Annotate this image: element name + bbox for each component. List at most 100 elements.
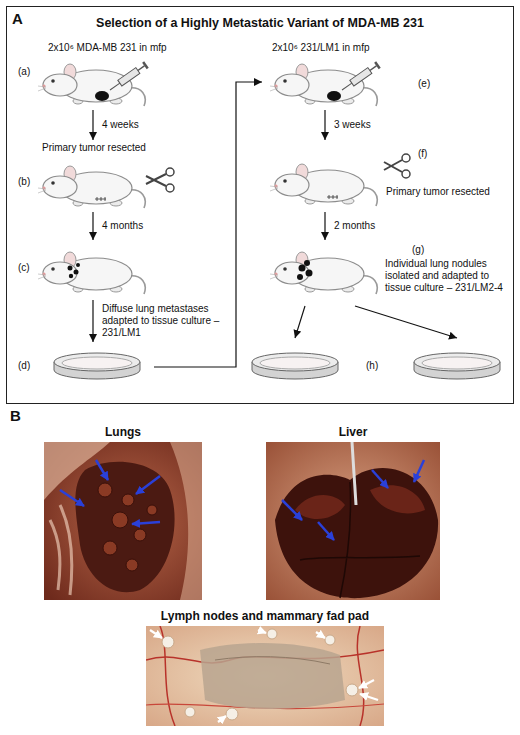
process-arrow (92, 300, 93, 342)
liver-photo (282, 500, 302, 520)
photo-panel: Lungs (40, 424, 209, 602)
stage-group: (a)2x10⁶ MDA-MB 231 in mfp (14, 40, 182, 110)
dishes-h (252, 353, 500, 379)
mouse-e (270, 64, 377, 106)
step-letter: (g) (412, 244, 424, 256)
mouse-c (38, 252, 145, 294)
step-letter: (c) (18, 262, 30, 274)
mouse-g (270, 252, 377, 294)
scissors (146, 168, 174, 192)
lungs-photo (136, 476, 160, 494)
lymph-node-photo (258, 630, 266, 633)
mouse-g (299, 265, 306, 272)
lymph-node-photo (215, 657, 330, 664)
connectors (93, 82, 457, 367)
scissors (146, 174, 166, 184)
mouse-a (38, 64, 145, 106)
mouse-g (270, 252, 377, 294)
mouse-g (306, 270, 313, 277)
stage-text: 2x10⁶ 231/LM1 in mfp (272, 42, 370, 54)
lungs-photo (98, 483, 112, 497)
photo-title: Lungs (40, 425, 206, 439)
syringe (142, 61, 149, 69)
stage-group: (f)Primary tumor resected (262, 140, 510, 212)
photo-title: Liver (262, 425, 444, 439)
stage-text: Primary tumor resected (42, 142, 146, 154)
panel-letter: B (10, 407, 21, 424)
mouse-f (327, 195, 338, 199)
lungs-photo (170, 442, 202, 600)
step-letter: (b) (18, 176, 30, 188)
liver-photo (295, 495, 345, 519)
scissors (384, 160, 402, 170)
syringe (108, 61, 149, 93)
scissors (384, 162, 402, 172)
stage-text: Individual lung nodules isolated and ada… (385, 258, 507, 294)
stage-group: (g) Individual lung nodules isolated and … (262, 240, 510, 306)
process-arrow (92, 212, 93, 240)
panel-letter: A (12, 10, 23, 27)
mouse-c (68, 266, 73, 271)
mouse-g (297, 274, 303, 280)
dish-group: (h) (246, 338, 508, 390)
interval-label: 4 months (101, 220, 144, 232)
mouse-a (95, 91, 109, 101)
panel-title: Selection of a Highly Metastatic Variant… (30, 16, 490, 31)
dishes-h (414, 353, 500, 379)
lungs-photo (132, 522, 160, 524)
lymph-node-photo (146, 626, 384, 726)
lymph-node-photo (160, 626, 364, 726)
lungs-photo (134, 529, 146, 541)
liver-photo (372, 470, 388, 488)
lungs-photo (60, 490, 84, 506)
syringe (118, 68, 140, 86)
process-arrow (324, 212, 325, 240)
lymph-node-photo (218, 716, 226, 722)
liver-photo (352, 442, 356, 505)
panel-frame: Selection of a Highly Metastatic Variant… (6, 6, 514, 404)
dish-d (54, 353, 140, 379)
lymph-node-photo (226, 708, 238, 720)
interval-label: 2 months (333, 220, 376, 232)
scissors (166, 168, 174, 176)
syringe (370, 66, 377, 71)
mouse-b (95, 197, 106, 201)
lungs-photo (126, 559, 138, 571)
photo-title: Lymph nodes and mammary fad pad (142, 609, 388, 623)
stage-text: Primary tumor resected (386, 186, 490, 198)
dishes-h (252, 353, 338, 379)
step-letter: (d) (18, 360, 30, 372)
interval-label: Diffuse lung metastases adapted to tissu… (101, 303, 231, 339)
lungs-photo (50, 505, 72, 595)
photo-panel: Lymph nodes and mammary fad pad (142, 608, 391, 728)
liver-photo (370, 485, 425, 513)
mouse-f (270, 154, 410, 206)
syringe (138, 66, 145, 71)
lymph-node-photo (316, 632, 325, 638)
mouse-b (38, 166, 145, 208)
stage-group: (e)2x10⁶ 231/LM1 in mfp (262, 40, 442, 110)
mouse-c (76, 263, 80, 267)
scissors (402, 170, 410, 178)
lymph-node-photo (359, 680, 374, 688)
lungs-photo (96, 460, 108, 480)
lymph-node-photo (267, 629, 277, 639)
mouse-f (270, 164, 377, 206)
interval-label: 4 weeks (101, 119, 140, 131)
mouse-g (304, 260, 310, 266)
mouse-a (38, 61, 149, 106)
step-letter: (h) (366, 360, 378, 372)
syringe (350, 68, 372, 86)
interval-label: 3 weeks (333, 119, 372, 131)
mouse-e (270, 61, 381, 106)
dish-group: (d) (14, 342, 154, 390)
liver-photo (414, 460, 424, 482)
lungs-photo (103, 541, 117, 555)
lymph-node-photo (150, 630, 162, 638)
lungs-photo (44, 442, 202, 600)
mouse-c (69, 274, 73, 278)
